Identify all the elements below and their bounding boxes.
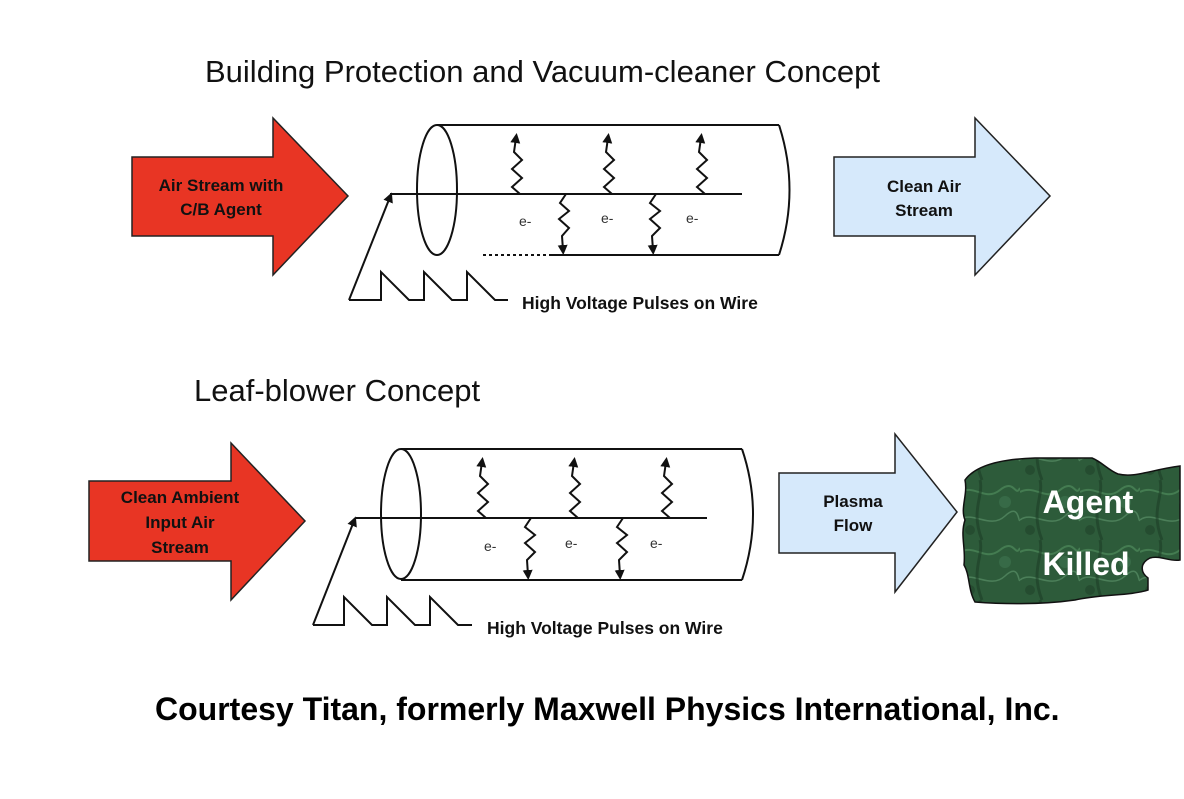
section1-tube: e- e- e- — [390, 124, 791, 256]
downward-discharge-2 — [614, 517, 629, 580]
electron-label: e- — [484, 538, 497, 554]
downward-discharge-2 — [647, 193, 662, 255]
section1-output-arrow-line2: Stream — [895, 201, 953, 220]
section2-tube: e- e- e- — [356, 448, 754, 581]
pulse-waveform — [313, 594, 472, 626]
section2-output-arrow-line2: Flow — [834, 516, 873, 535]
section1-title: Building Protection and Vacuum-cleaner C… — [205, 54, 880, 89]
result-line1: Agent — [1043, 484, 1134, 520]
upward-discharge-3 — [660, 457, 674, 519]
section2-pulse-label: High Voltage Pulses on Wire — [487, 618, 723, 638]
upward-discharge-1 — [510, 133, 524, 195]
section1-pulse-label: High Voltage Pulses on Wire — [522, 293, 758, 313]
section1-input-arrow-line1: Air Stream with — [159, 176, 284, 195]
result-line2: Killed — [1042, 546, 1129, 582]
electron-label: e- — [686, 210, 699, 226]
upward-discharge-1 — [476, 457, 490, 519]
electron-label: e- — [601, 210, 614, 226]
section1-output-arrow: Clean Air Stream — [833, 116, 1052, 277]
downward-discharge-1 — [522, 517, 537, 580]
section2-input-arrow: Clean Ambient Input Air Stream — [88, 441, 307, 602]
section2-output-arrow-line1: Plasma — [823, 492, 883, 511]
upward-discharge-3 — [695, 133, 709, 195]
tube-inlet-ellipse — [416, 124, 458, 256]
agent-killed-blob: Agent Killed — [962, 457, 1181, 605]
section1-output-arrow-line1: Clean Air — [887, 177, 961, 196]
section1-input-arrow-line2: C/B Agent — [180, 200, 262, 219]
section2-input-arrow-line1: Clean Ambient — [121, 488, 240, 507]
section2-output-arrow: Plasma Flow — [778, 431, 958, 595]
electron-label: e- — [519, 213, 532, 229]
section1-pulse-source: High Voltage Pulses on Wire — [348, 192, 758, 313]
upward-discharge-2 — [602, 133, 616, 195]
section1-input-arrow: Air Stream with C/B Agent — [131, 116, 350, 277]
tube-inlet-ellipse — [380, 448, 422, 580]
upward-discharge-2 — [568, 457, 582, 519]
section2-input-arrow-line2: Input Air — [145, 513, 215, 532]
section2-input-arrow-line3: Stream — [151, 538, 209, 557]
electron-label: e- — [650, 535, 663, 551]
electron-label: e- — [565, 535, 578, 551]
pulse-waveform — [349, 269, 508, 301]
section2-title: Leaf-blower Concept — [194, 373, 480, 408]
section2-pulse-source: High Voltage Pulses on Wire — [312, 516, 723, 638]
credit-line: Courtesy Titan, formerly Maxwell Physics… — [155, 691, 1060, 727]
downward-discharge-1 — [557, 193, 571, 255]
